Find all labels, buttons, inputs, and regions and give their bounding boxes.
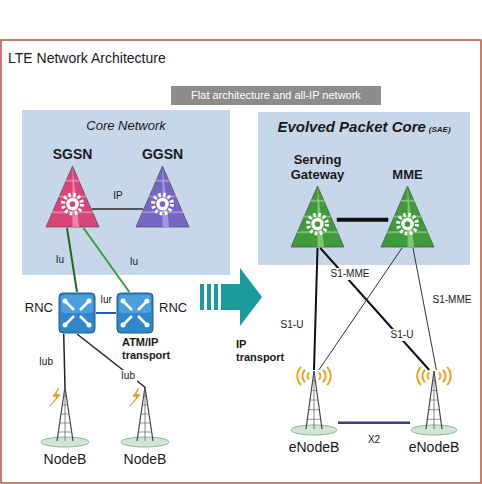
base-station: NodeB bbox=[120, 386, 170, 448]
big-arrow bbox=[200, 268, 262, 326]
heading-text: Core Network bbox=[86, 118, 165, 133]
region-heading: Evolved Packet Core (SAE) bbox=[258, 118, 470, 136]
node-label: RNC bbox=[25, 300, 53, 315]
interface-label: IP bbox=[111, 190, 124, 202]
node-label: Serving Gateway bbox=[280, 152, 356, 182]
interface-label: X2 bbox=[366, 434, 382, 446]
node-label: NodeB bbox=[44, 451, 87, 467]
rnc-icon: RNC bbox=[58, 292, 96, 334]
interface-label: Iur bbox=[98, 294, 114, 306]
transport-note: IP transport bbox=[236, 338, 294, 364]
core-node: Serving Gateway bbox=[290, 185, 345, 248]
pyramid-shape bbox=[380, 185, 435, 248]
transport-note: ATM/IP transport bbox=[122, 336, 188, 362]
connector bbox=[319, 248, 402, 370]
region-heading: Core Network bbox=[22, 116, 230, 134]
banner-band: Flat architecture and all-IP network bbox=[171, 86, 381, 105]
core-node: GGSN bbox=[135, 165, 190, 228]
router-symbol bbox=[116, 292, 154, 334]
banner-text: Flat architecture and all-IP network bbox=[171, 86, 381, 105]
heading-suffix: (SAE) bbox=[429, 125, 451, 134]
network-region: Core NetworkSGSN GGSN bbox=[22, 110, 230, 275]
node-label: NodeB bbox=[124, 451, 167, 467]
core-node: MME bbox=[380, 185, 435, 248]
heading-text: Evolved Packet Core bbox=[277, 118, 425, 135]
connector bbox=[64, 334, 65, 387]
tower-symbol bbox=[40, 386, 90, 448]
interface-label: Iub bbox=[119, 370, 137, 382]
connector bbox=[96, 312, 116, 314]
interface-label: S1-U bbox=[279, 319, 306, 331]
frame bbox=[1, 40, 481, 483]
interface-label: S1-MME bbox=[329, 268, 372, 280]
core-node: SGSN bbox=[45, 165, 100, 228]
connector bbox=[338, 422, 410, 425]
interface-label: S1-U bbox=[389, 329, 416, 341]
router-symbol bbox=[58, 292, 96, 334]
base-station: NodeB bbox=[40, 386, 90, 448]
interface-label: Iu bbox=[54, 254, 66, 266]
network-region: Evolved Packet Core(SAE)Serving GatewayM… bbox=[258, 112, 470, 265]
base-station: eNodeB bbox=[290, 370, 338, 436]
pyramid-shape bbox=[135, 165, 190, 228]
diagram-title: LTE Network Architecture bbox=[8, 50, 166, 66]
pyramid-shape bbox=[45, 165, 100, 228]
interface-label: S1-MME bbox=[431, 294, 474, 306]
tower-symbol bbox=[120, 386, 170, 448]
node-label: eNodeB bbox=[289, 439, 340, 455]
node-label: MME bbox=[392, 167, 422, 182]
connector bbox=[320, 248, 429, 370]
node-label: eNodeB bbox=[409, 439, 460, 455]
interface-label: Iu bbox=[128, 256, 140, 268]
connector bbox=[314, 248, 318, 370]
rnc-icon: RNC bbox=[116, 292, 154, 334]
node-label: SGSN bbox=[53, 147, 93, 162]
node-label: RNC bbox=[159, 300, 187, 315]
node-label: GGSN bbox=[142, 147, 183, 162]
tower-symbol bbox=[290, 370, 338, 436]
tower-symbol bbox=[410, 370, 458, 436]
connector bbox=[413, 248, 436, 370]
interface-label: Iub bbox=[37, 356, 55, 368]
base-station: eNodeB bbox=[410, 370, 458, 436]
pyramid-shape bbox=[290, 185, 345, 248]
